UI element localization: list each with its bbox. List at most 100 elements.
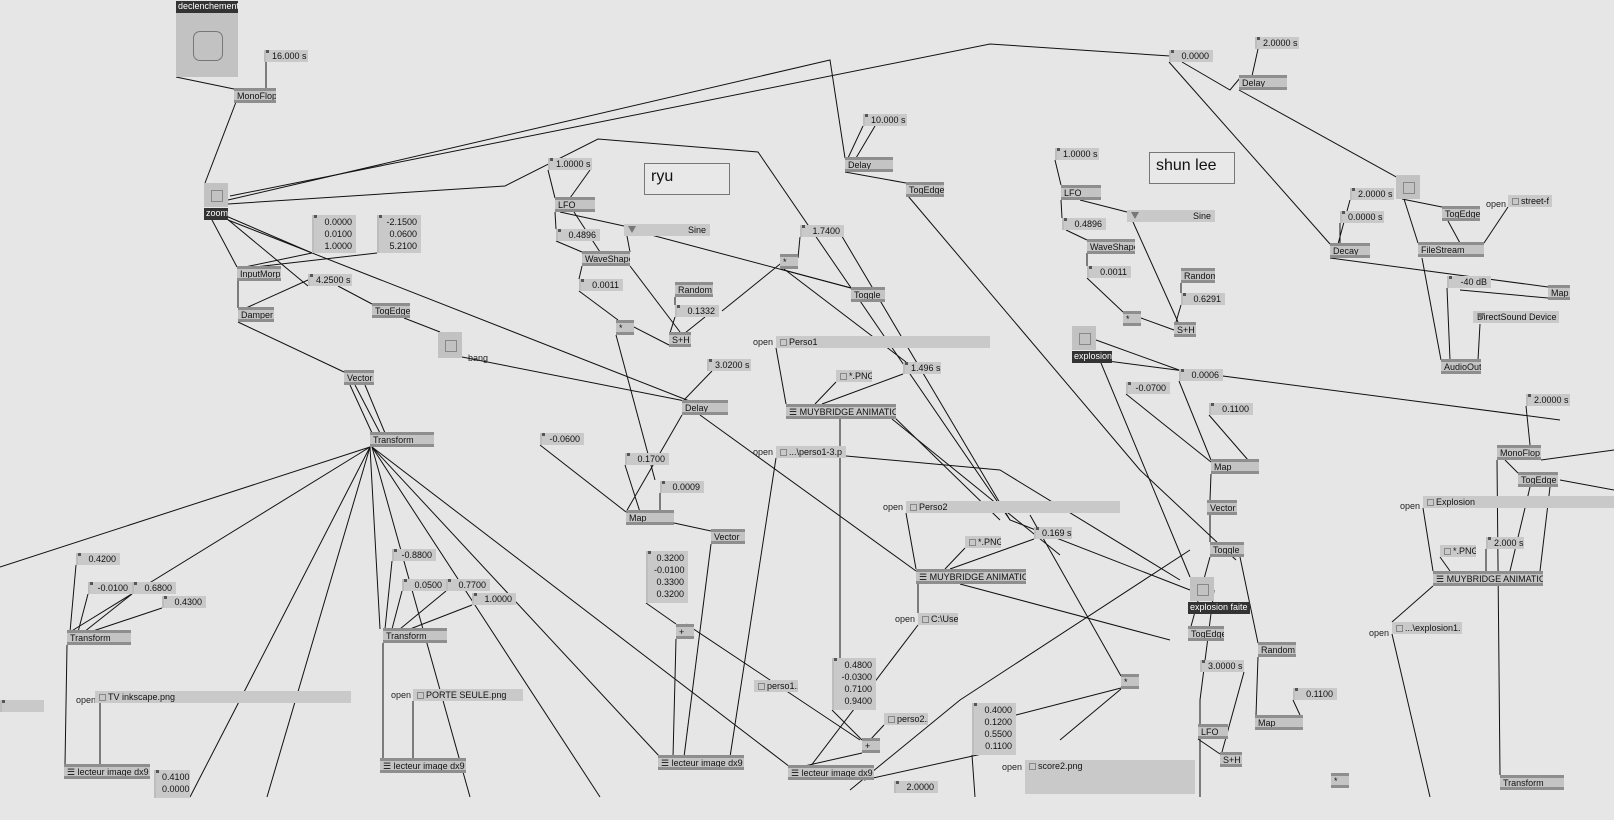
wire[interactable] (1132, 221, 1179, 323)
vector2-node[interactable]: Vector (711, 529, 745, 544)
map2-node[interactable]: Map (1211, 459, 1259, 474)
wire[interactable] (83, 593, 133, 633)
wire[interactable] (364, 384, 386, 434)
wire[interactable] (578, 265, 583, 280)
wire[interactable] (371, 446, 661, 758)
wire[interactable] (569, 169, 591, 199)
transform4-node[interactable]: Transform (1500, 775, 1564, 790)
v4896b-iobox[interactable]: 0.4896 (1062, 218, 1106, 230)
v0011b-iobox[interactable]: 0.0011 (1087, 266, 1131, 278)
wire[interactable] (775, 347, 787, 405)
wire[interactable] (1251, 48, 1259, 77)
wire[interactable] (1181, 61, 1241, 91)
wire[interactable] (237, 321, 345, 373)
v4896a-iobox[interactable]: 0.4896 (556, 229, 600, 241)
wire[interactable] (554, 211, 557, 230)
perso2-string[interactable]: Perso2 (906, 501, 1120, 513)
vm07-iobox[interactable]: -0.0700 (1126, 382, 1170, 394)
wire[interactable] (1447, 220, 1461, 244)
wire[interactable] (1221, 671, 1245, 753)
perso2s-string[interactable]: perso2.... (884, 713, 928, 725)
wire[interactable] (578, 290, 619, 321)
wire[interactable] (849, 549, 1191, 791)
muy2-node[interactable]: ☰ MUYBRIDGE ANIMATION (916, 569, 1026, 584)
wire[interactable] (1525, 405, 1531, 446)
delay1-node[interactable]: Delay (845, 157, 893, 172)
wire[interactable] (847, 125, 864, 159)
wire[interactable] (403, 317, 441, 333)
v1332-iobox[interactable]: 0.1332 (675, 305, 719, 317)
wire[interactable] (683, 370, 713, 401)
wave1-node[interactable]: WaveShaper (582, 251, 630, 266)
plus2-node[interactable]: + (862, 738, 880, 753)
wire[interactable] (245, 279, 309, 309)
wire[interactable] (1208, 414, 1249, 461)
toggle2-node[interactable]: Toggle (1210, 542, 1244, 557)
v17-iobox[interactable]: 0.1700 (625, 453, 669, 465)
wire[interactable] (1439, 556, 1451, 572)
wire[interactable] (672, 638, 677, 758)
wire[interactable] (1329, 257, 1549, 288)
wire[interactable] (1446, 287, 1451, 361)
lfo1-node[interactable]: LFO (555, 197, 595, 212)
map4-node[interactable]: Map (1548, 285, 1570, 300)
wire[interactable] (1065, 229, 1088, 241)
sh2-node[interactable]: S+H (1174, 322, 1196, 337)
wire[interactable] (254, 252, 378, 268)
wire[interactable] (683, 543, 712, 758)
mul5-node[interactable]: * (1331, 773, 1349, 788)
street-string[interactable]: street-f (1508, 195, 1552, 207)
wire[interactable] (337, 285, 373, 305)
wire[interactable] (1391, 585, 1434, 623)
lfo2-t-iobox[interactable]: 1.0000 s (1055, 148, 1099, 160)
wire[interactable] (1421, 257, 1442, 361)
wire[interactable] (673, 522, 712, 532)
wire[interactable] (1459, 289, 1549, 299)
map1-node[interactable]: Map (626, 510, 674, 525)
toggle1-node[interactable]: Toggle (851, 287, 885, 302)
wire[interactable] (391, 590, 403, 630)
explosion1-string[interactable]: ...\explosion1. (1392, 622, 1462, 634)
wire[interactable] (211, 219, 238, 268)
tvink-string[interactable]: TV inkscape.png (95, 691, 351, 703)
wire[interactable] (1054, 159, 1062, 186)
wire[interactable] (1079, 199, 1128, 213)
wire[interactable] (1199, 589, 1215, 797)
v11a-iobox[interactable]: 0.1100 (1209, 403, 1253, 415)
lfo1-t-iobox[interactable]: 1.0000 s (548, 158, 592, 170)
wire[interactable] (1029, 514, 1122, 677)
wire[interactable] (1483, 206, 1509, 244)
wire[interactable] (669, 316, 676, 334)
mul1-node[interactable]: * (616, 320, 634, 335)
wire[interactable] (1540, 449, 1614, 461)
wire[interactable] (64, 644, 68, 766)
zoom-t-toggle[interactable] (204, 183, 228, 207)
t2d-iobox[interactable]: 2.000 s (1486, 537, 1524, 549)
plus1-node[interactable]: + (676, 624, 694, 639)
wire[interactable] (1292, 699, 1301, 716)
transform3-node[interactable]: Transform (383, 628, 447, 643)
t1496-iobox[interactable]: 1.496 s (903, 362, 941, 374)
cuse-string[interactable]: C:\Use (918, 613, 958, 625)
wire[interactable] (1239, 556, 1259, 644)
vector3-node[interactable]: Vector (1207, 500, 1237, 515)
t425-iobox[interactable]: 4.2500 s (308, 274, 352, 286)
v0011a-iobox[interactable]: 0.0011 (579, 279, 623, 291)
wire[interactable] (371, 446, 471, 798)
t302-iobox[interactable]: 3.0200 s (707, 359, 751, 371)
sine2-enum[interactable]: Sine (1127, 210, 1215, 222)
transform2-node[interactable]: Transform (67, 630, 131, 645)
vm88-iobox[interactable]: -0.8800 (392, 549, 436, 561)
wire[interactable] (1401, 198, 1443, 208)
v1-iobox[interactable]: 1.0000 (472, 593, 516, 605)
random2-node[interactable]: Random (1181, 268, 1215, 283)
wire[interactable] (189, 446, 371, 798)
togedge4-node[interactable]: TogEdge (1442, 206, 1480, 221)
wire[interactable] (555, 240, 583, 253)
wire[interactable] (905, 512, 917, 570)
wire[interactable] (971, 754, 976, 798)
v0000-iobox[interactable]: 0.0000 (1169, 50, 1213, 62)
